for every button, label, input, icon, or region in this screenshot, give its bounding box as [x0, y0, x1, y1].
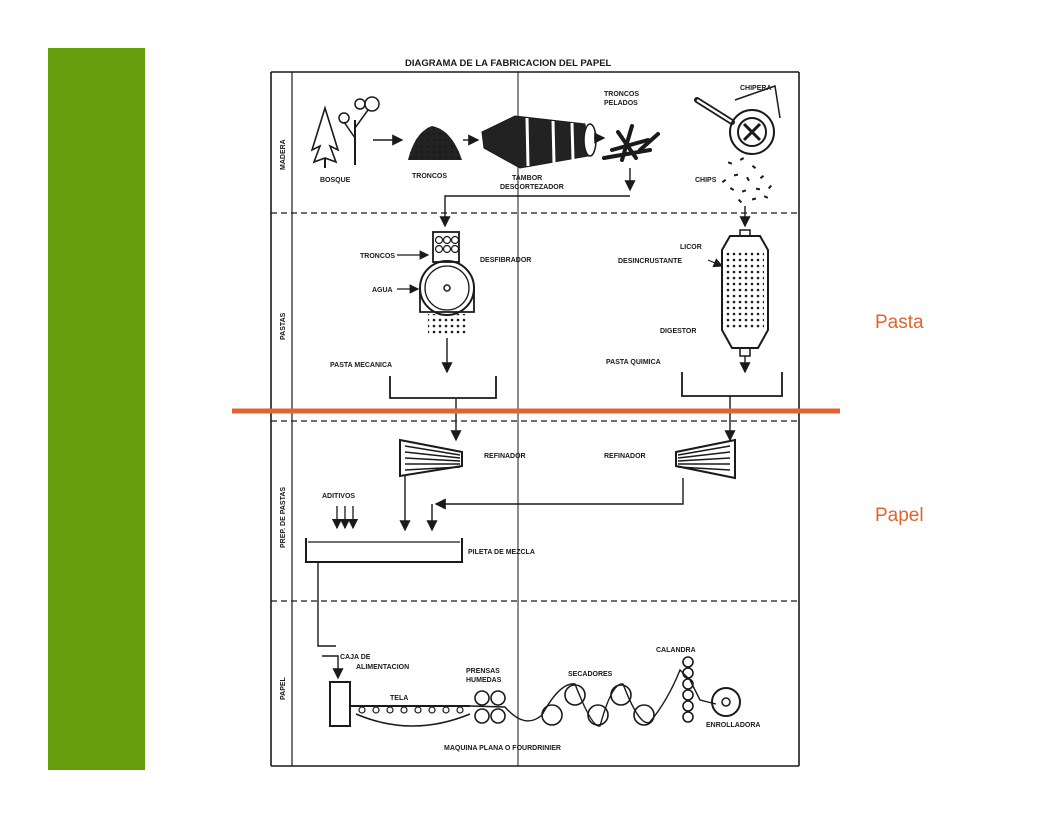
reel-icon	[711, 687, 741, 717]
chips-icon	[721, 157, 773, 204]
label-papel: Papel	[875, 505, 924, 526]
label-troncos-in: TRONCOS	[360, 253, 395, 260]
debarking-drum-icon	[481, 115, 597, 169]
grinder-icon	[419, 231, 475, 316]
digester-icon	[721, 229, 769, 357]
headbox-icon	[329, 681, 351, 727]
refiner-left-icon	[399, 438, 463, 478]
pulp-spray	[428, 314, 466, 336]
label-agua: AGUA	[372, 287, 393, 294]
wet-press-icon	[474, 690, 506, 724]
section-madera: MADERA	[280, 139, 287, 170]
digester-chips	[726, 252, 764, 330]
label-calandra: CALANDRA	[656, 647, 696, 654]
label-troncos-pelados-1: TRONCOS	[604, 91, 639, 98]
label-maquina: MAQUINA PLANA O FOURDRINIER	[444, 745, 561, 752]
arrow-caja-down	[322, 655, 344, 680]
label-enrolladora: ENROLLADORA	[706, 722, 760, 729]
label-prensas-2: HUMEDAS	[466, 677, 502, 684]
arrow-pelados-desfibrador	[439, 195, 630, 228]
section-papel: PAPEL	[280, 676, 287, 700]
label-prensas-1: PRENSAS	[466, 668, 500, 675]
label-digestor: DIGESTOR	[660, 328, 696, 335]
mixing-tank	[305, 538, 463, 563]
label-secadores: SECADORES	[568, 671, 613, 678]
forest-icon	[310, 96, 380, 168]
label-pileta: PILETA DE MEZCLA	[468, 549, 535, 556]
chipper-icon	[694, 84, 781, 155]
label-pasta: Pasta	[875, 312, 924, 333]
label-chips: CHIPS	[695, 177, 717, 184]
label-tela: TELA	[390, 695, 408, 702]
label-tambor-2: DESCORTEZADOR	[500, 184, 564, 191]
label-pasta-quimica: PASTA QUIMICA	[606, 359, 661, 366]
refiner-right-icon	[675, 438, 736, 480]
label-aditivos: ADITIVOS	[322, 493, 355, 500]
diagram-title: DIAGRAMA DE LA FABRICACION DEL PAPEL	[405, 58, 612, 69]
calender-icon	[682, 656, 694, 723]
label-tambor-1: TAMBOR	[512, 175, 542, 182]
label-licor-2: DESINCRUSTANTE	[618, 258, 682, 265]
chemical-pulp-tank	[681, 372, 783, 397]
additives-arrows	[331, 506, 359, 530]
label-caja-2: ALIMENTACION	[356, 664, 409, 671]
label-refinador-left: REFINADOR	[484, 453, 526, 460]
mechanical-pulp-tank	[389, 376, 497, 399]
section-pastas: PASTAS	[280, 312, 287, 340]
section-prep-pastas: PREP. DE PASTAS	[280, 487, 287, 548]
label-desfibrador: DESFIBRADOR	[480, 257, 531, 264]
green-side-bar	[48, 48, 145, 770]
label-caja-1: CAJA DE	[340, 654, 371, 661]
paper-web	[469, 668, 717, 727]
label-bosque: BOSQUE	[320, 177, 351, 184]
peeled-logs-icon	[602, 124, 660, 162]
label-licor-1: LICOR	[680, 244, 702, 251]
label-troncos: TRONCOS	[412, 173, 447, 180]
arrow-licor	[707, 258, 724, 268]
arrow-pileta-caja	[317, 562, 336, 647]
label-troncos-pelados-2: PELADOS	[604, 100, 638, 107]
logs-pile-icon	[408, 126, 462, 160]
label-chipera: CHIPERA	[740, 85, 772, 92]
label-refinador-right: REFINADOR	[604, 453, 646, 460]
label-pasta-mecanica: PASTA MECANICA	[330, 362, 392, 369]
arrow-refinador-right-pileta	[434, 478, 684, 510]
diagram-frame	[270, 71, 800, 767]
wire-table-icon	[350, 705, 471, 727]
